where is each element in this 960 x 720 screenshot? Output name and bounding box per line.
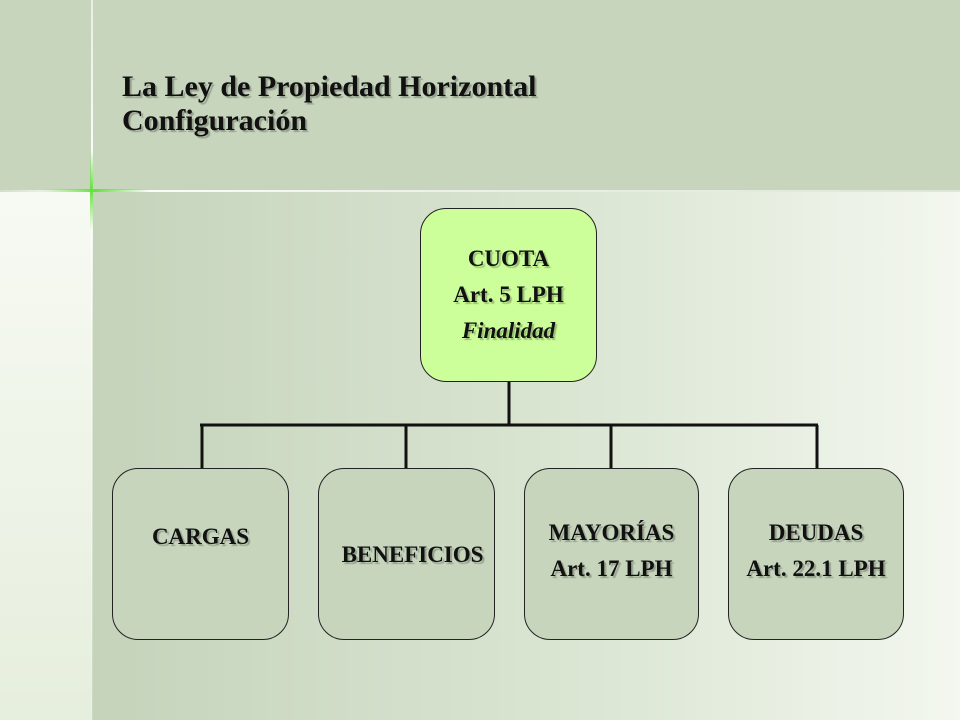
node-deudas: DEUDAS Art. 22.1 LPH [728, 468, 904, 640]
node-cuota-title: CUOTA [467, 246, 550, 271]
left-band [0, 192, 92, 720]
header-divider [0, 190, 960, 192]
header-band [0, 0, 960, 192]
slide-title: La Ley de Propiedad Horizontal Configura… [122, 70, 822, 138]
node-mayorias-article: Art. 17 LPH [550, 556, 673, 581]
node-beneficios: BENEFICIOS [318, 468, 495, 640]
title-line-2: Configuración [122, 104, 308, 137]
node-cargas: CARGAS [112, 468, 289, 640]
vertical-divider [91, 0, 93, 720]
title-line-1: La Ley de Propiedad Horizontal [122, 70, 537, 103]
node-mayorias: MAYORÍAS Art. 17 LPH [524, 468, 699, 640]
node-mayorias-label: MAYORÍAS [548, 520, 675, 545]
node-beneficios-label: BENEFICIOS [341, 542, 484, 567]
node-cuota-article: Art. 5 LPH [453, 282, 564, 307]
node-deudas-label: DEUDAS [768, 520, 864, 545]
node-cargas-label: CARGAS [151, 524, 250, 549]
node-cuota-subtitle: Finalidad [461, 318, 556, 343]
node-deudas-article: Art. 22.1 LPH [746, 556, 886, 581]
sparkle-vertical-icon [90, 150, 93, 230]
sparkle-horizontal-icon [40, 189, 150, 192]
node-cuota: CUOTA Art. 5 LPH Finalidad [420, 208, 597, 382]
